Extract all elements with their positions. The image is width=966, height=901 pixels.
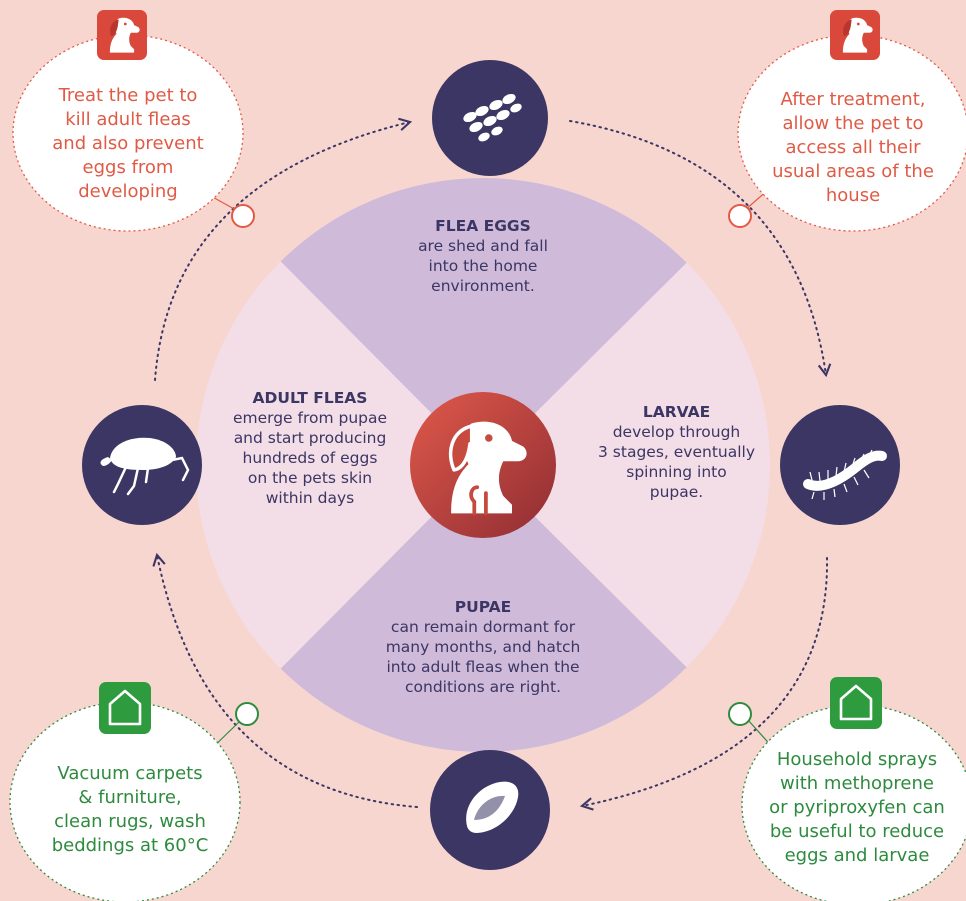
tip-vacuum: Vacuum carpets & furniture, clean rugs, … — [30, 762, 230, 858]
stage-line: into the home — [428, 257, 538, 275]
quadrant-pupae — [196, 465, 770, 752]
stage-line: develop through — [612, 423, 741, 441]
tip-line: Household sprays — [776, 749, 938, 770]
stage-text-adult: ADULT FLEAS emerge from pupae and start … — [210, 388, 410, 508]
tip-after-treatment: After treatment, allow the pet to access… — [748, 88, 958, 208]
tip-treat-pet: Treat the pet to kill adult fleas and al… — [28, 84, 228, 204]
stage-line: within days — [265, 489, 355, 507]
stage-line: 3 stages, eventually — [598, 443, 755, 461]
arrow-pupae-to-adult — [152, 552, 418, 808]
bubble-top-left — [12, 34, 244, 232]
stage-line: spinning into — [626, 463, 727, 481]
tip-household-sprays: Household sprays with methoprene or pyri… — [752, 748, 962, 868]
marker-bottom-right — [728, 702, 752, 726]
marker-bottom-left — [235, 702, 259, 726]
tip-line: developing — [78, 181, 178, 202]
stage-text-eggs: FLEA EGGS are shed and fall into the hom… — [378, 216, 588, 296]
adult-flea-icon — [82, 405, 202, 525]
tip-line: eggs and larvae — [784, 845, 930, 866]
arrow-larvae-to-pupae — [579, 557, 829, 811]
pet-treatment-icon — [97, 10, 147, 60]
stage-line: can remain dormant for — [390, 618, 576, 636]
stage-line: and start producing — [233, 429, 387, 447]
tip-line: house — [825, 185, 881, 206]
stage-line: hundreds of eggs — [242, 449, 378, 467]
marker-top-right — [728, 204, 752, 228]
stage-line: on the pets skin — [247, 469, 373, 487]
stage-title-larvae: LARVAE — [642, 403, 711, 421]
stage-line: pupae. — [649, 483, 704, 501]
tip-line: be useful to reduce — [769, 821, 945, 842]
tip-line: with methoprene — [780, 773, 934, 794]
tip-line: Vacuum carpets — [57, 763, 203, 784]
house-icon-right — [830, 677, 882, 729]
bubble-top-right — [737, 34, 966, 232]
stage-line: into adult fleas when the — [386, 658, 580, 676]
marker-top-left — [231, 204, 255, 228]
stage-line: environment. — [431, 277, 535, 295]
tip-line: usual areas of the — [772, 161, 934, 182]
larva-icon — [780, 405, 900, 525]
tip-line: After treatment, — [780, 89, 926, 110]
tip-line: access all their — [785, 137, 921, 158]
tip-bubbles — [9, 34, 966, 901]
stage-text-larvae: LARVAE develop through 3 stages, eventua… — [574, 402, 779, 502]
tip-line: Treat the pet to — [58, 85, 198, 106]
stage-line: emerge from pupae — [232, 409, 388, 427]
stage-line: are shed and fall — [418, 237, 548, 255]
tip-line: allow the pet to — [782, 113, 924, 134]
stage-title-pupae: PUPAE — [454, 598, 512, 616]
tip-line: beddings at 60°C — [51, 835, 209, 856]
stage-text-pupae: PUPAE can remain dormant for many months… — [368, 597, 598, 697]
lifecycle-quadrants — [196, 178, 770, 752]
stage-line: many months, and hatch — [385, 638, 581, 656]
flea-eggs-icon — [432, 60, 548, 176]
dog-icon — [410, 392, 556, 538]
tip-line: kill adult fleas — [65, 109, 191, 130]
tip-line: clean rugs, wash — [54, 811, 206, 832]
arrow-eggs-to-larvae — [569, 120, 832, 378]
cycle-arrows — [152, 117, 832, 811]
stage-line: conditions are right. — [404, 678, 561, 696]
pupa-icon — [430, 750, 550, 870]
pet-treatment-icon-right — [830, 10, 880, 60]
tip-line: & furniture, — [78, 787, 182, 808]
stage-title-adult: ADULT FLEAS — [252, 389, 368, 407]
tip-line: or pyriproxyfen can — [769, 797, 945, 818]
tip-line: and also prevent — [52, 133, 204, 154]
tip-line: eggs from — [82, 157, 174, 178]
stage-title-eggs: FLEA EGGS — [435, 217, 531, 235]
quadrant-flea-eggs — [196, 178, 770, 465]
house-icon — [99, 682, 151, 734]
